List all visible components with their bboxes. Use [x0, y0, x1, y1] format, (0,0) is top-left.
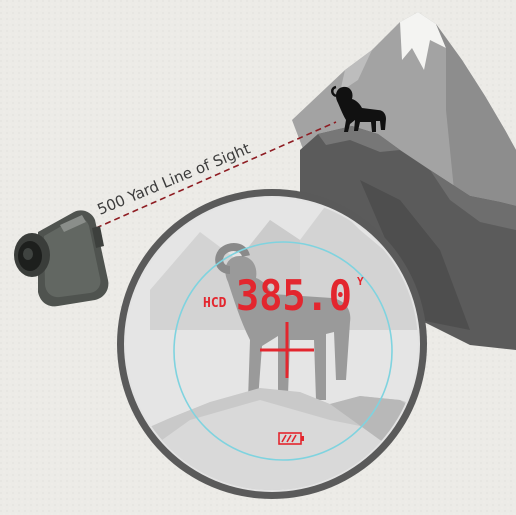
- distance-readout: 385.0: [236, 271, 352, 320]
- display-mode: HCD: [203, 296, 227, 311]
- distance-unit: Y: [357, 275, 364, 288]
